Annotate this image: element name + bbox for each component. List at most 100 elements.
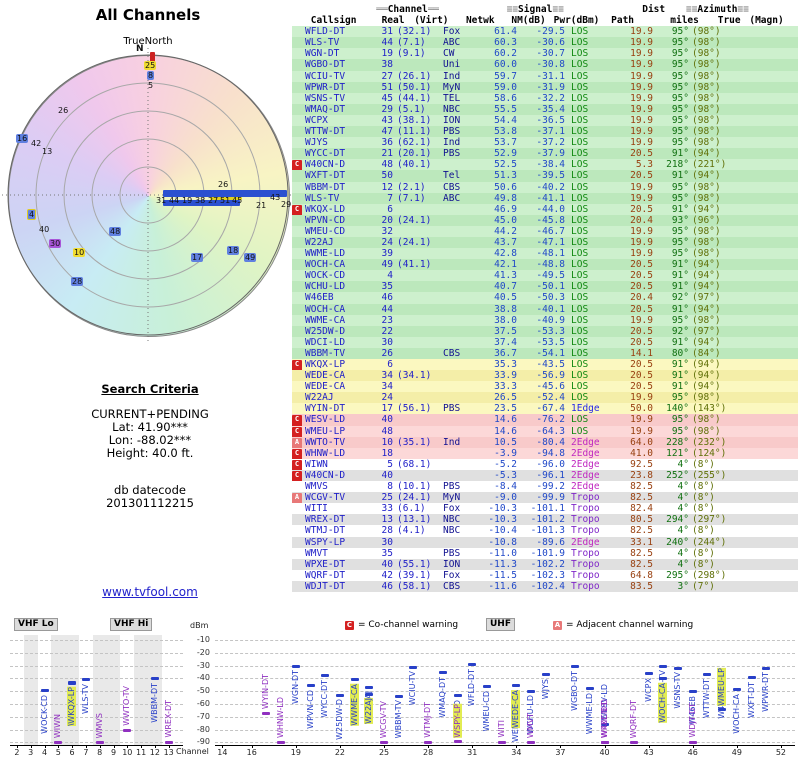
table-row: WEDE-CA34(34.1)33.9-56.9LOS20.591°(94°) <box>292 370 798 381</box>
path-cell: LOS <box>565 426 617 437</box>
real-channel-cell: 25 <box>367 492 393 503</box>
noise-margin-cell: 10.5 <box>479 437 517 448</box>
table-row: CWIWN5(68.1)-5.2-96.02Edge92.54°(8°) <box>292 459 798 470</box>
azimuth-magnetic-cell: (98°) <box>689 115 736 126</box>
signal-marker <box>498 741 506 744</box>
network-cell <box>441 459 479 470</box>
callsign-cell: W25DW-D <box>305 326 367 337</box>
co-channel-flag: C <box>292 460 302 470</box>
callsign-cell: WBBM-TV <box>305 348 367 359</box>
callsign-cell: WOCK-CD <box>305 270 367 281</box>
azimuth-true-cell: 95° <box>653 37 689 48</box>
signal-marker <box>527 741 535 744</box>
radar-channel-label: 28 <box>71 277 83 286</box>
power-cell: -36.5 <box>517 115 565 126</box>
callsign-cell: WCIU-TV <box>305 71 367 82</box>
callsign-cell: W22AJ <box>305 392 367 403</box>
callsign-cell: WGN-DT <box>305 48 367 59</box>
noise-margin-cell: -8.4 <box>479 481 517 492</box>
azimuth-true-cell: 91° <box>653 259 689 270</box>
path-cell: 2Edge <box>565 448 617 459</box>
warning-flag-cell: C <box>292 448 305 459</box>
network-cell <box>441 370 479 381</box>
callsign-cell: W46EB <box>305 292 367 303</box>
co-channel-flag: C <box>292 427 302 437</box>
table-row: W22AJ24(24.1)43.7-47.1LOS19.995°(98°) <box>292 237 798 248</box>
callsign-cell: WLS-TV <box>305 193 367 204</box>
station-label: WOCH-CA <box>658 683 667 723</box>
virtual-channel-cell: (24.1) <box>393 215 441 226</box>
dbm-tick-label: -10 <box>186 635 210 644</box>
power-cell: -30.7 <box>517 48 565 59</box>
col-nm: NM(dB) <box>508 15 546 26</box>
warning-flag-cell <box>292 403 305 414</box>
azimuth-true-cell: 95° <box>653 182 689 193</box>
virtual-channel-cell <box>393 226 441 237</box>
path-cell: Tropo <box>565 503 617 514</box>
virtual-channel-cell: (7.1) <box>393 193 441 204</box>
station-label: WBBM-DT <box>150 683 159 723</box>
signal-marker <box>292 665 300 668</box>
power-cell: -53.3 <box>517 326 565 337</box>
noise-margin-cell: 50.6 <box>479 182 517 193</box>
distance-cell: 82.4 <box>617 503 653 514</box>
azimuth-magnetic-cell: (94°) <box>689 170 736 181</box>
real-channel-cell: 35 <box>367 281 393 292</box>
virtual-channel-cell <box>393 392 441 403</box>
azimuth-magnetic-cell: (98°) <box>689 392 736 403</box>
azimuth-magnetic-cell: (98°) <box>689 59 736 70</box>
network-cell: PBS <box>441 403 479 414</box>
noise-margin-cell: -5.2 <box>479 459 517 470</box>
azimuth-magnetic-cell: (98°) <box>689 126 736 137</box>
path-cell: LOS <box>565 226 617 237</box>
callsign-cell: WCGV-TV <box>305 492 367 503</box>
callsign-cell: WHNW-LD <box>305 448 367 459</box>
path-cell: LOS <box>565 82 617 93</box>
path-cell: 2Edge <box>565 459 617 470</box>
noise-margin-cell: 38.8 <box>479 304 517 315</box>
network-cell: Ind <box>441 437 479 448</box>
power-cell: -35.4 <box>517 104 565 115</box>
table-row: WOCH-CA49(41.1)42.1-48.8LOS20.591°(94°) <box>292 259 798 270</box>
tvfool-link[interactable]: www.tvfool.com <box>102 585 198 599</box>
azimuth-magnetic-cell: (8°) <box>689 503 736 514</box>
distance-cell: 20.5 <box>617 337 653 348</box>
virtual-channel-cell <box>393 59 441 70</box>
azimuth-magnetic-cell: (98°) <box>689 71 736 82</box>
noise-margin-cell: -10.4 <box>479 525 517 536</box>
path-cell: LOS <box>565 193 617 204</box>
power-cell: -99.9 <box>517 492 565 503</box>
virtual-channel-cell: (68.1) <box>393 459 441 470</box>
dbm-tick-label: -50 <box>186 686 210 695</box>
path-cell: LOS <box>565 59 617 70</box>
table-row: WYIN-DT17(56.1)PBS23.5-67.41Edge50.0140°… <box>292 403 798 414</box>
station-label: WQRF-DT <box>629 700 638 738</box>
real-channel-cell: 34 <box>367 370 393 381</box>
table-row: WOCK-CD441.3-49.5LOS20.591°(94°) <box>292 270 798 281</box>
network-cell: PBS <box>441 126 479 137</box>
channel-tick-label: 22 <box>332 748 348 757</box>
channel-tick-label: 19 <box>288 748 304 757</box>
virtual-channel-cell: (40.1) <box>393 159 441 170</box>
power-cell: -67.4 <box>517 403 565 414</box>
azimuth-magnetic-cell: (94°) <box>689 304 736 315</box>
virtual-channel-cell: (35.1) <box>393 437 441 448</box>
distance-cell: 41.0 <box>617 448 653 459</box>
table-group-header: ══Channel══ ≡≡Signal≡≡ Dist ≡≡Azimuth≡≡ <box>292 4 798 15</box>
power-cell: -102.3 <box>517 570 565 581</box>
path-cell: LOS <box>565 392 617 403</box>
co-channel-flag: C <box>292 471 302 481</box>
distance-cell: 64.8 <box>617 570 653 581</box>
power-cell: -40.9 <box>517 315 565 326</box>
noise-margin-cell: -11.0 <box>479 548 517 559</box>
distance-cell: 19.9 <box>617 414 653 425</box>
network-cell: CW <box>441 48 479 59</box>
path-cell: LOS <box>565 370 617 381</box>
table-row: WBBM-DT12(2.1)CBS50.6-40.2LOS19.995°(98°… <box>292 182 798 193</box>
noise-margin-cell: 42.8 <box>479 248 517 259</box>
radar-channel-label: 30 <box>49 239 61 248</box>
warning-flag-cell: C <box>292 459 305 470</box>
signal-marker <box>262 712 270 715</box>
station-label: WXFT-DT <box>747 682 756 718</box>
azimuth-true-cell: 95° <box>653 237 689 248</box>
